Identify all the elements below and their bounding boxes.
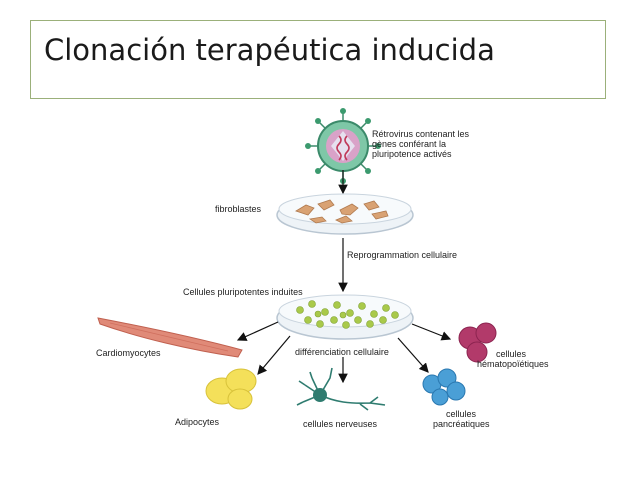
arrow-to-pancreatic (397, 337, 429, 373)
hematopoietic-cells-icon (458, 322, 497, 363)
differentiation-label: différenciation cellulaire (295, 347, 389, 357)
slide-title: Clonación terapéutica inducida (44, 33, 495, 67)
ips-label: Cellules pluripotentes induites (183, 287, 303, 297)
reprogramming-label: Reprogrammation cellulaire (347, 250, 457, 260)
title-box (30, 20, 606, 99)
cardiomyocytes-label: Cardiomyocytes (96, 348, 161, 358)
retrovirus-icon (305, 108, 381, 184)
neuron-icon (296, 367, 386, 411)
neuron-body (313, 388, 327, 402)
fibroblast-dish-icon (276, 193, 414, 235)
ips-dish-icon (276, 294, 414, 340)
arrow-to-cardiomyocytes (236, 321, 279, 341)
arrow-to-adipocytes (257, 335, 291, 375)
pancreatic-cells-icon (422, 368, 466, 406)
retrovirus-label-2: gènes conférant la (372, 139, 446, 149)
adipocytes-label: Adipocytes (175, 417, 220, 427)
pancreatic-label-2: pancréatiques (433, 419, 490, 429)
arrow-to-hematopoietic (411, 323, 452, 341)
hematopoietic-label-1: cellules (496, 349, 527, 359)
hematopoietic-label-2: hématopoïétiques (477, 359, 549, 369)
retrovirus-label-3: pluripotence activés (372, 149, 452, 159)
adipocytes-icon (205, 368, 257, 410)
retrovirus-label-1: Rétrovirus contenant les (372, 129, 470, 139)
fibroblasts-label: fibroblastes (215, 204, 262, 214)
neurons-label: cellules nerveuses (303, 419, 378, 429)
pancreatic-label-1: cellules (446, 409, 477, 419)
cardiomyocyte-striation (109, 322, 229, 352)
